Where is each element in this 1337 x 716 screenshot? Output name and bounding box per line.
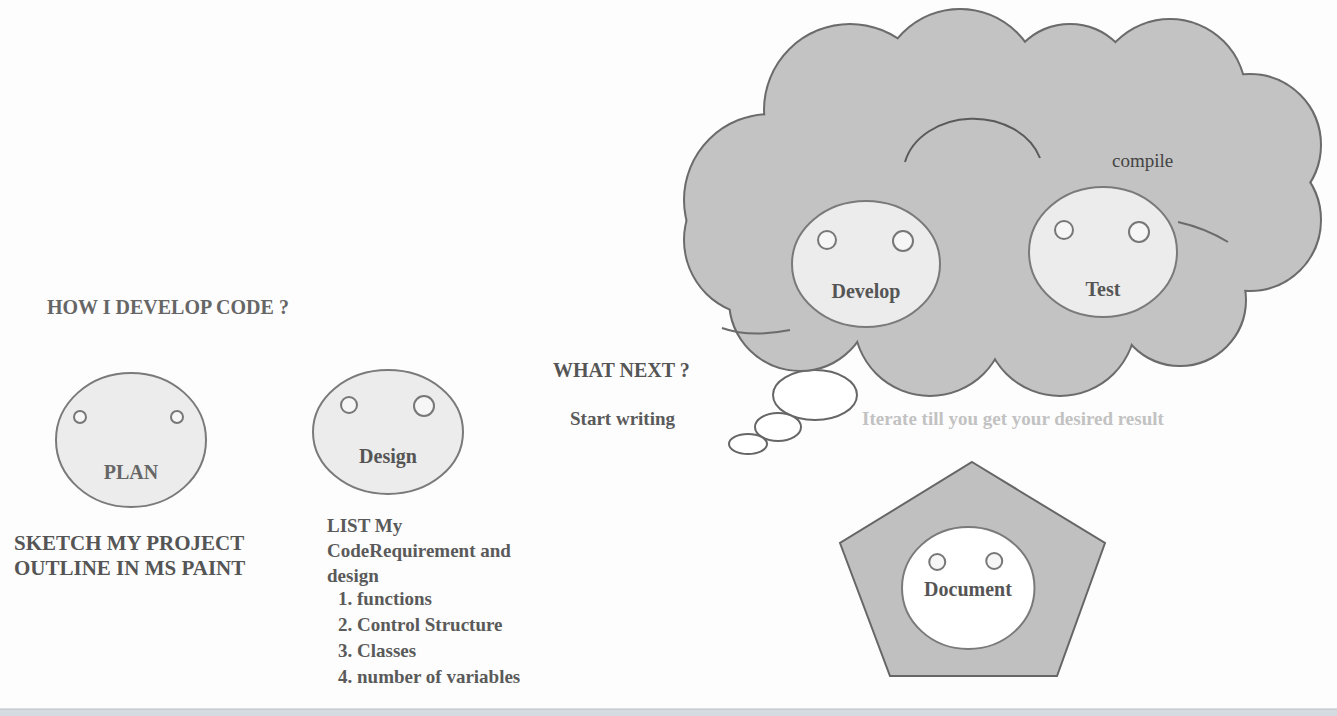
face-eye [1055,221,1073,239]
note-text: 4. number of variables [338,664,520,689]
bottom-bar-line [0,709,1337,710]
node-label: Test [1028,277,1178,301]
cloud-outline [683,18,1323,398]
pentagon-frame [840,462,1105,676]
face-eye [986,553,1002,569]
face-circle: Design [312,369,464,495]
note-text: Start writing [570,407,675,431]
node-label: Develop [791,279,941,303]
cloud-label: compile [1112,150,1173,173]
thought-bubble [773,370,857,420]
thought-bubble [729,434,767,454]
face-circle: Test [1028,186,1178,318]
node-label: Design [312,444,464,468]
face-outline [313,370,463,494]
note-text: 2. Control Structure [338,612,502,637]
circle-outline [55,372,207,508]
circle-outline [312,369,464,495]
diagram-title: HOW I DEVELOP CODE ? [47,296,289,319]
face-outline [1029,187,1177,317]
face-eye [414,396,434,416]
thought-cloud: compileDevelop Test [683,18,1323,398]
cloud-puff [1020,100,1240,320]
face-outline [792,201,940,327]
face-eye [171,411,183,423]
note-text: WHAT NEXT ? [553,358,690,382]
face-circle: Develop [791,200,941,328]
cloud-puff-edge [1020,100,1240,320]
face-circle: Document [901,526,1035,650]
note-text: 1. functions [338,586,432,611]
note-text: Iterate till you get your desired result [862,407,1164,431]
face-outline [902,527,1034,649]
note-text: SKETCH MY PROJECT OUTLINE IN MS PAINT [14,531,306,581]
loop-arc [905,119,1040,162]
cloud-crease [722,328,790,334]
face-circle: PLAN [55,372,207,508]
bottom-bar [0,709,1337,716]
note-text: LIST My CodeRequirement and design [327,513,522,588]
node-label: Document [901,577,1035,601]
face-eye [818,231,836,249]
face-eye [893,231,913,251]
face-eye [929,554,945,570]
cloud-puff-edge [760,110,980,330]
node-label: PLAN [55,460,207,484]
face-eye [1129,222,1149,242]
circle-outline [791,200,941,328]
face-outline [56,373,206,507]
cloud-crease [1178,222,1228,242]
note-text: 3. Classes [338,638,416,663]
face-eye [341,397,357,413]
face-eye [74,411,86,423]
cloud-puff [760,110,980,330]
